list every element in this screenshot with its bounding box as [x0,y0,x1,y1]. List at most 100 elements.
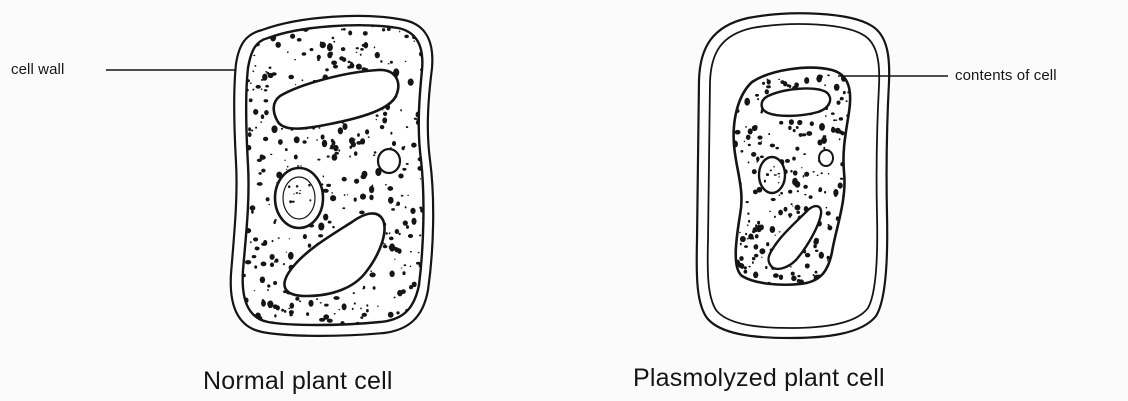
cytoplasm-granule [257,159,262,162]
cytoplasm-granule [308,184,310,187]
cytoplasm-granule [287,166,289,168]
cytoplasm-granule [740,236,746,242]
cytoplasm-granule [241,29,244,33]
cytoplasm-granule [323,214,328,221]
cytoplasm-granule [260,154,264,158]
cytoplasm-granule [299,190,301,191]
cytoplasm-granule [352,308,354,310]
cytoplasm-granule [390,132,392,135]
cytoplasm-granule [754,244,759,249]
cytoplasm-granule [366,309,369,312]
cytoplasm-granule [288,308,290,309]
cytoplasm-granule [840,178,843,180]
cytoplasm-granule [391,208,395,211]
contents-of-cell-label: contents of cell [955,67,1057,84]
cytoplasm-granule [274,314,276,317]
cytoplasm-granule [331,192,333,193]
cytoplasm-granule [745,126,747,128]
cytoplasm-granule [778,176,780,177]
plasmolyzed-plant-cell-caption: Plasmolyzed plant cell [633,364,885,393]
cytoplasm-granule [408,234,413,238]
cytoplasm-granule [838,182,843,188]
cytoplasm-granule [759,248,765,254]
cytoplasm-granule [254,65,256,67]
cytoplasm-granule [784,207,788,212]
cytoplasm-granule [257,182,263,186]
cytoplasm-granule [403,146,405,148]
cytoplasm-granule [376,119,377,120]
cytoplasm-granule [348,31,352,36]
cytoplasm-granule [317,58,320,61]
cytoplasm-granule [385,184,387,186]
cytoplasm-granule [819,123,825,131]
cytoplasm-granule [260,121,262,123]
cytoplasm-granule [331,60,337,65]
cytoplasm-granule [308,243,311,247]
cytoplasm-granule [285,148,288,151]
cytoplasm-granule [283,263,285,265]
cytoplasm-granule [748,220,750,223]
cytoplasm-granule [342,303,347,310]
cytoplasm-granule [774,174,776,175]
cytoplasm-granule [810,121,814,126]
cytoplasm-granule [320,41,322,43]
cytoplasm-granule [253,55,255,56]
cytoplasm-granule [369,272,375,277]
cytoplasm-granule [401,267,403,268]
cytoplasm-granule [389,246,393,250]
cytoplasm-granule [804,172,809,177]
cytoplasm-granule [388,197,394,204]
cytoplasm-granule [764,180,766,183]
cytoplasm-granule [812,171,814,173]
cytoplasm-granule [360,54,362,56]
cytoplasm-granule [757,136,762,140]
cytoplasm-granule [286,252,288,253]
cytoplasm-granule [831,112,835,115]
cytoplasm-granule [791,272,795,276]
cytoplasm-granule [791,203,793,205]
cytoplasm-granule [341,28,343,30]
cytoplasm-granule [297,165,299,166]
plasmolyzed-nucleus [759,157,785,193]
cytoplasm-granule [803,175,805,178]
cytoplasm-granule [347,66,351,69]
cytoplasm-granule [268,73,274,78]
cytoplasm-granule [790,266,792,267]
cytoplasm-granule [271,125,277,133]
cytoplasm-granule [748,266,750,268]
cytoplasm-granule [833,189,838,196]
cytoplasm-granule [290,303,295,309]
cytoplasm-granule [254,290,256,291]
cytoplasm-granule [389,237,394,241]
cytoplasm-granule [407,195,409,196]
cytoplasm-granule [767,78,768,80]
cytoplasm-granule [332,140,336,145]
cytoplasm-granule [288,185,290,188]
cytoplasm-granule [804,77,809,84]
cytoplasm-granule [295,297,299,301]
cytoplasm-granule [317,159,320,161]
cytoplasm-granule [267,302,268,303]
cytoplasm-granule [286,169,288,170]
cytoplasm-granule [356,64,362,70]
cytoplasm-granule [374,151,377,153]
cytoplasm-granule [420,208,424,212]
cytoplasm-granule [792,157,796,161]
cytoplasm-granule [362,313,367,317]
cytoplasm-granule [755,94,759,97]
cytoplasm-granule [308,300,313,307]
cytoplasm-granule [269,67,272,69]
cytoplasm-granule [289,238,291,239]
cytoplasm-granule [310,48,314,51]
cytoplasm-granule [832,127,835,130]
cytoplasm-granule [789,216,792,218]
cytoplasm-granule [821,172,823,174]
normal-nucleus-inner [283,177,315,219]
cytoplasm-granule [769,211,771,213]
cytoplasm-granule [263,137,268,141]
cytoplasm-granule [395,247,400,252]
cytoplasm-granule [319,127,321,129]
cytoplasm-granule [380,125,385,129]
cytoplasm-granule [770,169,772,171]
cytoplasm-granule [797,120,802,125]
